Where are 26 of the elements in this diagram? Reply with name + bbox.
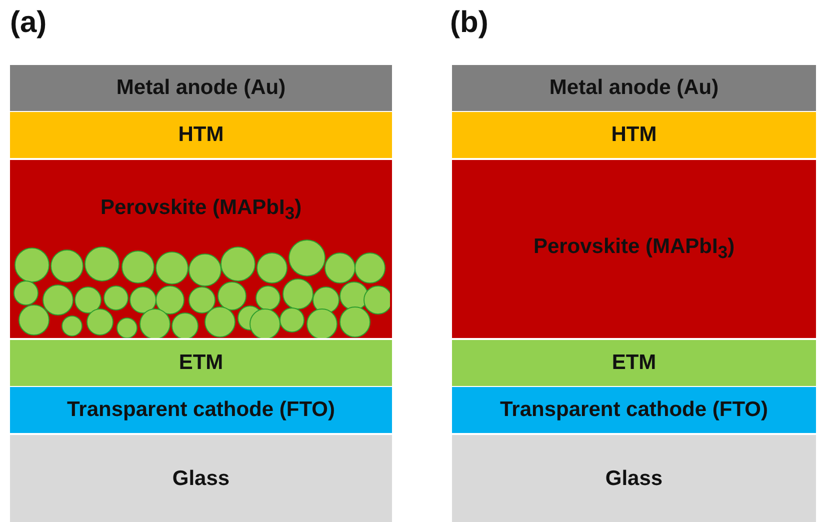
layer-label: Metal anode (Au) [116, 76, 286, 100]
anode-layer [452, 65, 816, 111]
perovskite-layer [10, 160, 392, 338]
layer-label: Metal anode (Au) [549, 76, 719, 100]
layer-label: Perovskite (MAPbI$_{3}$) [100, 196, 302, 224]
anode-layer [10, 65, 392, 111]
htm-layer [452, 112, 816, 158]
layer-label: ETM [612, 351, 656, 375]
perovskite-layer [452, 160, 816, 338]
layer-label: Glass [605, 466, 663, 490]
layer-label: HTM [611, 123, 657, 147]
layer-label: Glass [172, 466, 230, 490]
glass-substrate [10, 435, 392, 522]
layer-label: Transparent cathode (FTO) [67, 398, 335, 422]
cathode-layer [452, 387, 816, 433]
layer-label: ETM [178, 351, 224, 375]
panel-label: (b) [450, 6, 488, 40]
layer-label: Transparent cathode (FTO) [500, 398, 768, 422]
htm-layer [10, 112, 392, 158]
glass-substrate [452, 435, 816, 522]
layer-label: Perovskite (MAPbI$_{3}$) [533, 234, 735, 264]
panel-label: (a) [10, 6, 47, 40]
etm-layer [452, 340, 816, 386]
etm-layer [10, 340, 392, 386]
cathode-layer [10, 387, 392, 433]
layer-label: HTM [178, 123, 224, 147]
